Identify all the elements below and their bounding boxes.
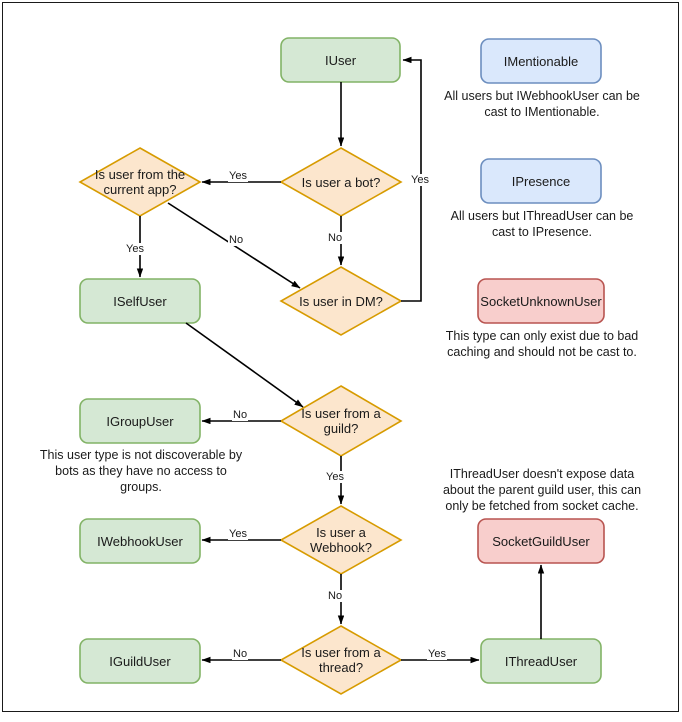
note-igroupuser: This user type is not discoverable by bo…	[39, 448, 243, 494]
node-igroupuser[interactable]	[79, 398, 201, 444]
edge-label-thread-no: No	[232, 648, 249, 660]
node-iuser[interactable]	[280, 37, 401, 83]
node-is-from-thread[interactable]	[279, 625, 403, 695]
node-iguilduser[interactable]	[79, 638, 201, 684]
edge-iselfuser-to-is-from-guild	[185, 322, 304, 408]
node-imentionable[interactable]	[480, 38, 602, 84]
edge-label-current-app-no: No	[228, 234, 245, 246]
edge-label-bot-yes: Yes	[228, 170, 248, 182]
edge-label-thread-yes: Yes	[427, 648, 447, 660]
edge-label-webhook-no: No	[327, 590, 344, 602]
note-socketunknownuser: This type can only exist due to bad cach…	[445, 329, 639, 359]
node-is-in-dm[interactable]	[279, 266, 403, 336]
node-socketguilduser[interactable]	[477, 518, 605, 564]
edge-label-dm-yes: Yes	[410, 174, 430, 186]
node-is-from-guild[interactable]	[279, 385, 403, 457]
note-imentionable: All users but IWebhookUser can be cast t…	[444, 89, 640, 119]
node-is-bot[interactable]	[279, 147, 403, 217]
node-socketunknownuser[interactable]	[477, 278, 605, 324]
node-ithreaduser[interactable]	[480, 638, 602, 684]
edge-label-webhook-yes: Yes	[228, 528, 248, 540]
edge-label-bot-no: No	[327, 232, 344, 244]
node-iselfuser[interactable]	[79, 278, 201, 324]
edge-label-current-app-yes: Yes	[125, 243, 145, 255]
edge-label-guild-yes: Yes	[325, 471, 345, 483]
node-is-webhook[interactable]	[279, 505, 403, 575]
node-is-current-app[interactable]	[78, 147, 202, 217]
edge-label-guild-no: No	[232, 409, 249, 421]
node-ipresence[interactable]	[480, 158, 602, 204]
note-socketguilduser: IThreadUser doesn't expose data about th…	[442, 467, 642, 513]
note-ipresence: All users but IThreadUser can be cast to…	[450, 209, 634, 239]
node-iwebhookuser[interactable]	[79, 518, 201, 564]
